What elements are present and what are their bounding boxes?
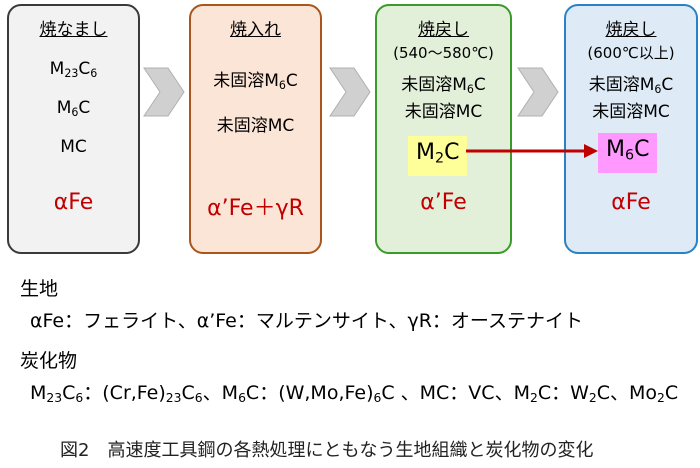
- stage-tempering-low-box: 焼戻し (540〜580℃) 未固溶M6C 未固溶MC α’Fe: [375, 4, 512, 254]
- chevron-right-icon: [143, 67, 185, 117]
- stage-temperature: (600℃以上): [587, 44, 675, 62]
- carbide-m23c6: M23C6: [49, 59, 98, 80]
- figure-caption: 図2 高速度工具鋼の各熱処理にともなう生地組織と炭化物の変化: [60, 440, 594, 461]
- m2c-precipitate-highlight: M2C: [408, 136, 468, 176]
- stage-title: 焼戻し: [418, 20, 469, 40]
- carbide-undissolved-m6c: 未固溶M6C: [401, 75, 486, 96]
- stage-tempering-high-box: 焼戻し (600℃以上) 未固溶M6C 未固溶MC αFe: [564, 4, 698, 254]
- matrix-heading: 生地: [20, 278, 59, 300]
- carbide-heading: 炭化物: [20, 350, 78, 372]
- chevron-right-icon: [329, 67, 371, 117]
- carbide-undissolved-mc: 未固溶MC: [216, 115, 295, 136]
- carbide-list: 未固溶M6C 未固溶MC: [566, 74, 696, 123]
- carbide-undissolved-mc: 未固溶MC: [592, 101, 670, 122]
- phase-label: αFe: [53, 190, 94, 215]
- stage-title: 焼戻し: [605, 20, 657, 40]
- carbide-m6c: M6C: [56, 97, 91, 119]
- phase-label: α’Fe＋γR: [207, 196, 304, 221]
- carbide-undissolved-m6c: 未固溶M6C: [588, 75, 674, 96]
- m6c-precipitate-highlight: M6C: [598, 133, 658, 173]
- carbide-undissolved-m6c: 未固溶M6C: [213, 71, 298, 92]
- phase-label: αFe: [611, 190, 651, 215]
- chevron-right-icon: [517, 67, 559, 117]
- carbide-list: 未固溶M6C 未固溶MC: [377, 74, 510, 123]
- phase-label: α’Fe: [420, 190, 467, 215]
- carbide-description: M23C6：(Cr,Fe)23C6、M6C：(W,Mo,Fe)6C 、MC：VC…: [30, 382, 679, 406]
- stage-quenching-box: 焼入れ 未固溶M6C 未固溶MC α’Fe＋γR: [189, 4, 322, 254]
- carbide-mc: MC: [60, 136, 87, 157]
- carbide-list: M23C6 M6C MC: [9, 58, 138, 158]
- stage-title: 焼入れ: [230, 20, 281, 40]
- stage-title: 焼なまし: [39, 20, 108, 40]
- carbide-undissolved-mc: 未固溶MC: [404, 101, 483, 122]
- carbide-list: 未固溶M6C 未固溶MC: [191, 70, 320, 137]
- matrix-description: αFe：フェライト、α’Fe：マルテンサイト、γR：オーステナイト: [30, 310, 583, 332]
- stage-annealing-box: 焼なまし M23C6 M6C MC αFe: [7, 4, 140, 254]
- stage-temperature: (540〜580℃): [393, 44, 494, 62]
